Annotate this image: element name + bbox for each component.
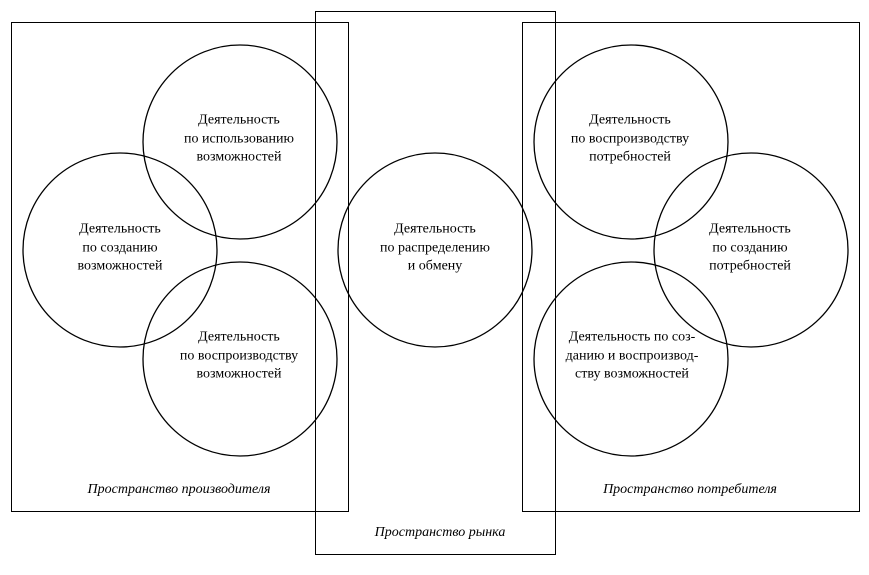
label-line: потребностей (589, 149, 671, 165)
label-producer-use: Деятельность по использованию возможност… (184, 111, 294, 167)
label-line: Деятельность (589, 112, 671, 128)
label-line: по воспроизводству (570, 130, 690, 146)
producer-space-caption: Пространство производителя (87, 482, 271, 497)
label-line: потребностей (709, 258, 791, 274)
market-space-box (315, 11, 556, 555)
label-market-distribution: Деятельность по распределению и обмену (380, 220, 490, 276)
label-line: Деятельность по соз- (568, 329, 696, 345)
consumer-space-caption: Пространство потребителя (603, 482, 777, 497)
label-line: ству возможностей (575, 366, 689, 382)
label-consumer-create: Деятельность по созданию потребностей (709, 220, 791, 276)
label-line: по использованию (184, 130, 294, 146)
circle-producer-use (142, 44, 338, 240)
label-line: по созданию (712, 239, 788, 255)
market-space-caption: Пространство рынка (374, 525, 506, 540)
label-consumer-reproduce: Деятельность по воспроизводству потребно… (571, 111, 689, 167)
label-line: Деятельность (79, 221, 161, 237)
label-line: по воспроизводству (179, 347, 299, 363)
label-line: данию и воспроизвод- (565, 347, 699, 363)
consumer-space-box (522, 22, 860, 512)
label-line: по распределению (380, 239, 490, 255)
label-line: Деятельность (198, 112, 280, 128)
label-producer-reproduce: Деятельность по воспроизводству возможно… (180, 328, 298, 384)
producer-space-box (11, 22, 349, 512)
circle-consumer-reproduce (533, 44, 729, 240)
circle-consumer-create (653, 152, 849, 348)
circle-market-distribution (337, 152, 533, 348)
label-consumer-create-reproduce: Деятельность по соз- данию и воспроизвод… (566, 328, 699, 384)
label-line: Деятельность (198, 329, 280, 345)
label-line: Деятельность (394, 221, 476, 237)
circle-producer-reproduce (142, 261, 338, 457)
label-line: Деятельность (709, 221, 791, 237)
label-line: возможностей (77, 258, 163, 274)
circle-producer-create (22, 152, 218, 348)
label-line: и обмену (407, 258, 463, 274)
label-line: возможностей (196, 366, 282, 382)
label-line: по созданию (82, 239, 158, 255)
circle-consumer-create-reproduce (533, 261, 729, 457)
label-producer-create: Деятельность по созданию возможностей (78, 220, 163, 276)
label-line: возможностей (196, 149, 282, 165)
